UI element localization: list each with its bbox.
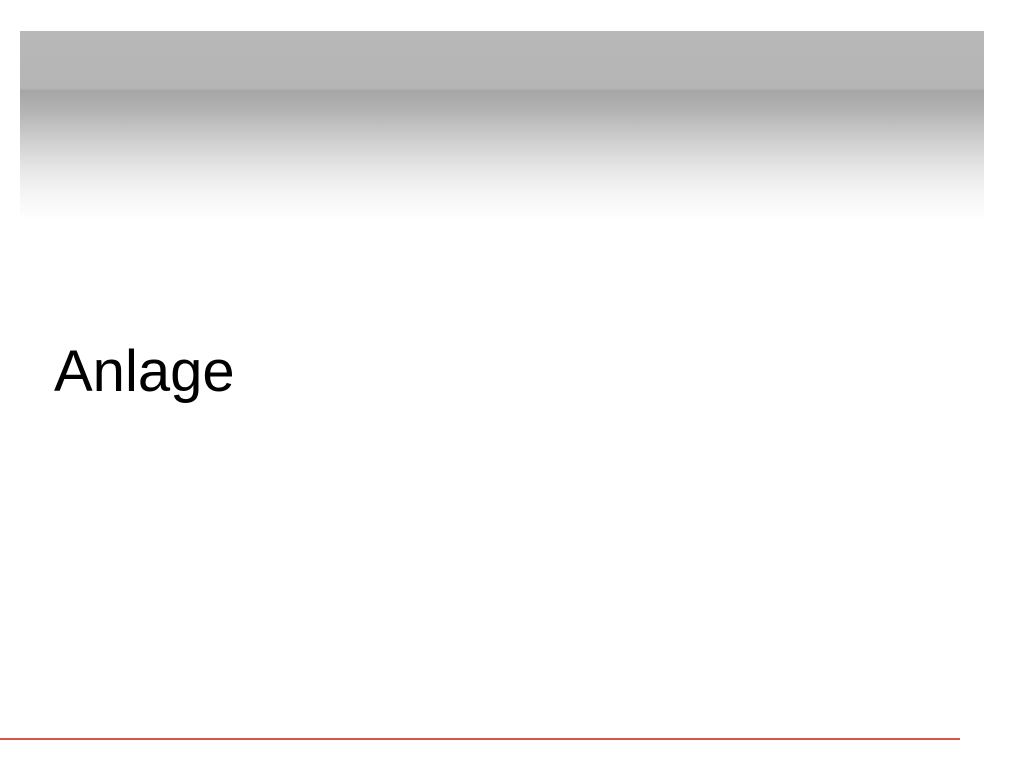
footer-divider-line: [0, 738, 960, 740]
slide-title: Anlage: [54, 339, 235, 404]
header-gradient-band: [20, 31, 984, 221]
